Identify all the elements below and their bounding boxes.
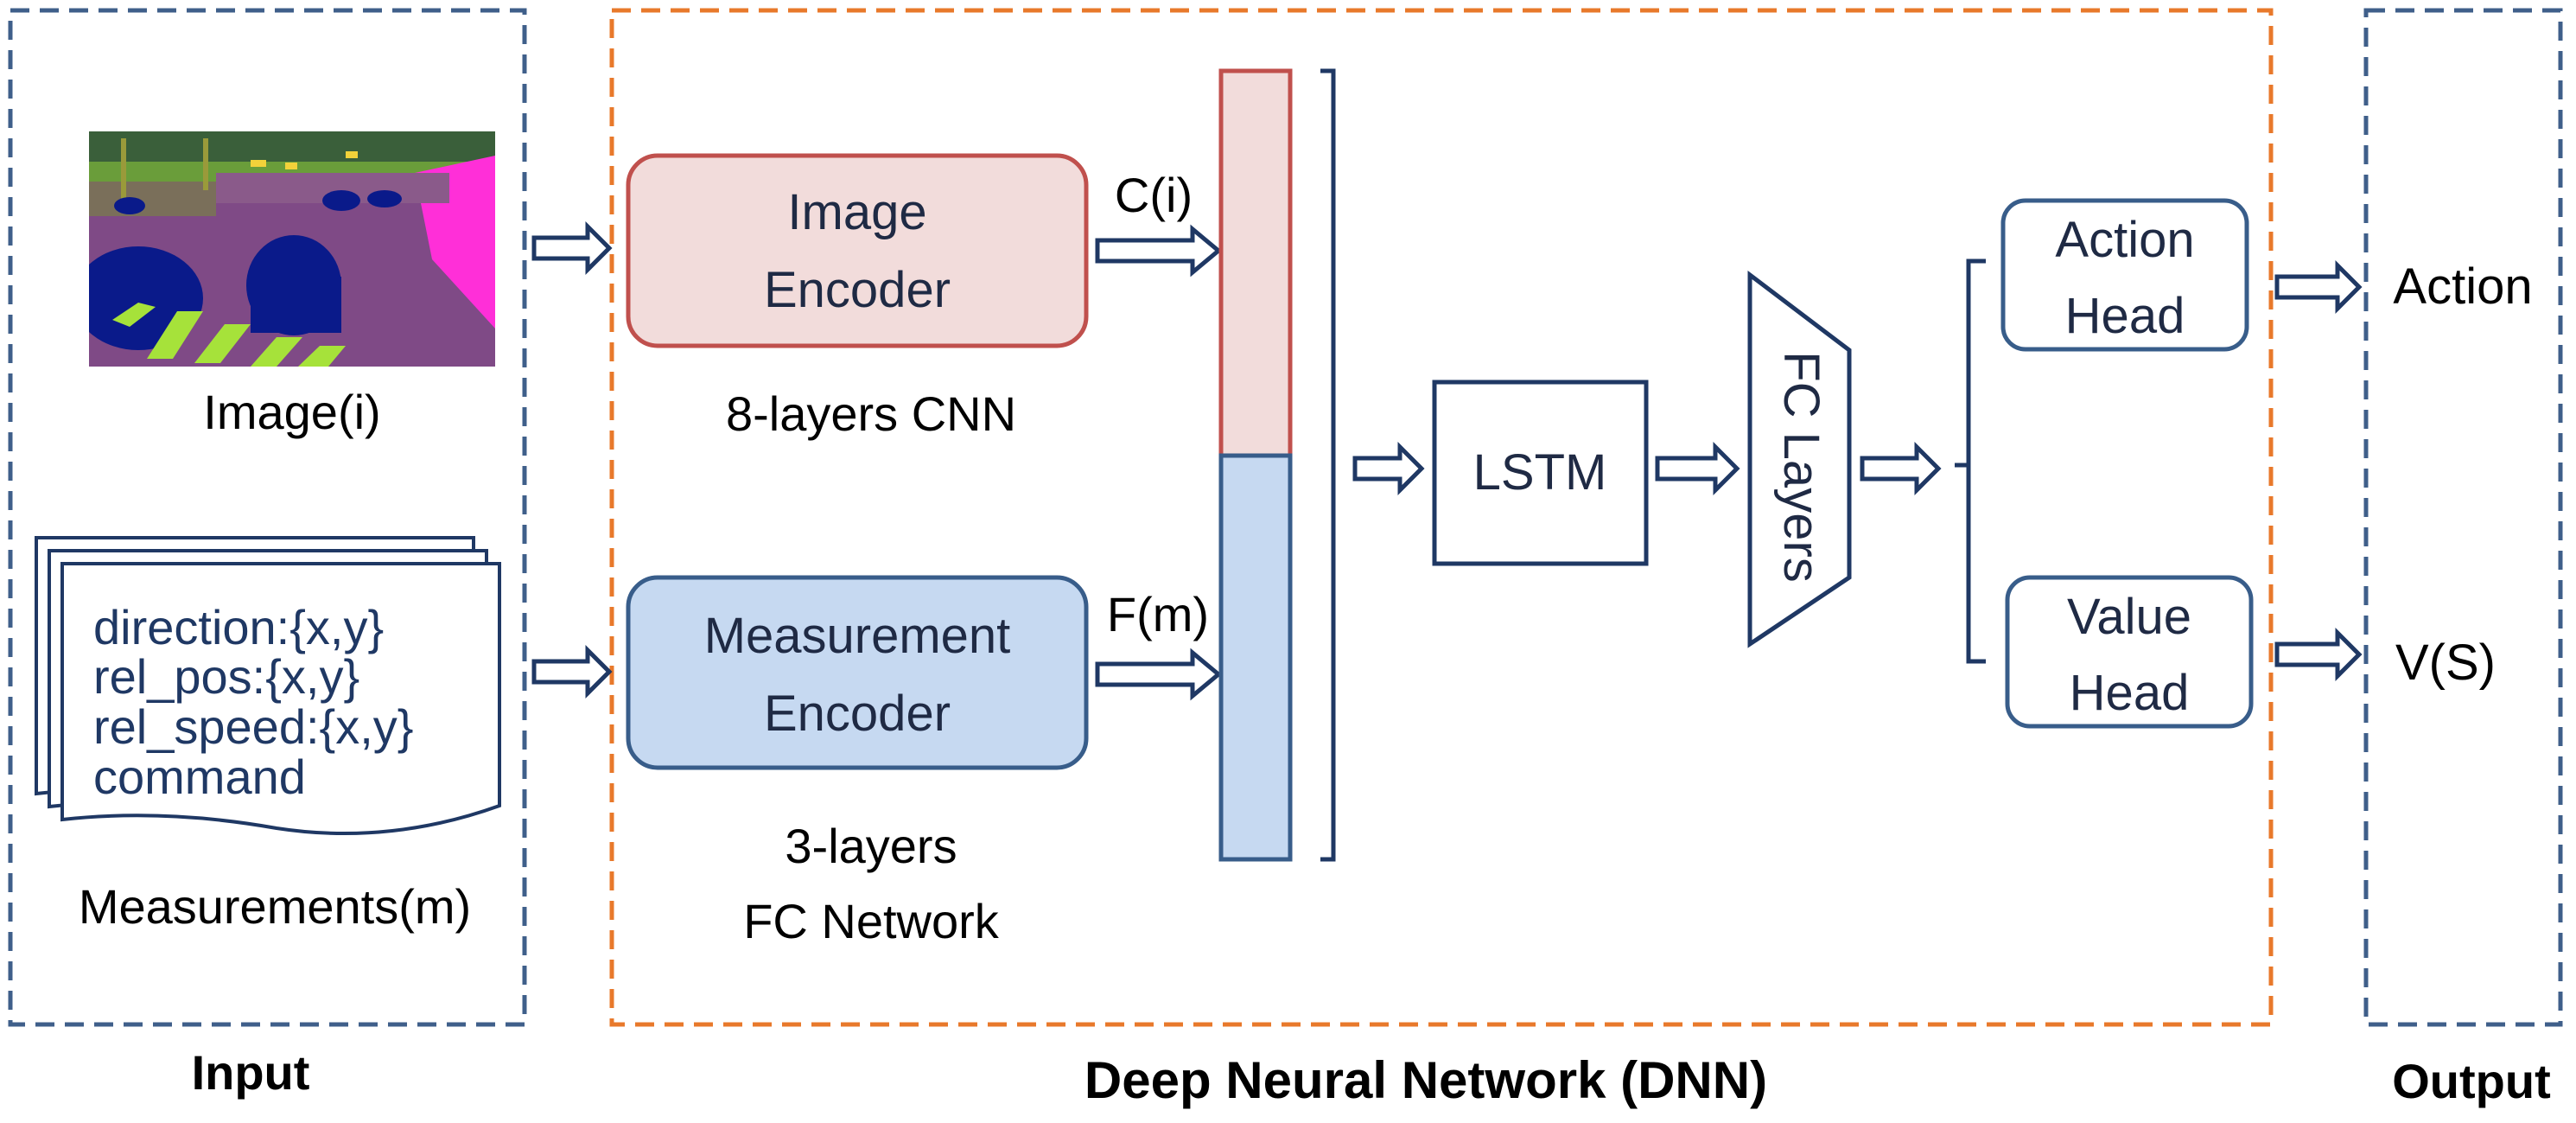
- arrow-action-head-to-output: [2274, 259, 2363, 315]
- arrow-fc-to-heads: [1860, 441, 1942, 496]
- measurement-encoder-caption-1: 3-layers: [785, 819, 957, 873]
- image-input-label: Image(i): [203, 385, 380, 439]
- concat-vector-image-part: [1218, 68, 1293, 458]
- image-encoder-label-2: Encoder: [764, 262, 951, 318]
- arrow-value-head-to-output: [2274, 627, 2363, 682]
- action-head-box: [2000, 198, 2249, 352]
- measurement-feature-label: F(m): [1107, 587, 1209, 641]
- output-section-title: Output: [2392, 1054, 2550, 1108]
- measurement-line-rel-speed: rel_speed:{x,y}: [93, 699, 413, 754]
- measurement-line-command: command: [93, 750, 306, 804]
- value-head-box: [2005, 575, 2254, 729]
- action-head-label-2: Head: [2065, 288, 2185, 344]
- measurement-encoder-box: [626, 575, 1089, 770]
- heads-bracket: [1955, 258, 1986, 664]
- measurements-input-label: Measurements(m): [79, 879, 471, 934]
- measurement-line-direction: direction:{x,y}: [93, 600, 384, 654]
- measurement-encoder-caption-2: FC Network: [743, 894, 1000, 948]
- image-feature-label: C(i): [1115, 168, 1193, 222]
- value-head-label-2: Head: [2070, 665, 2190, 721]
- image-encoder-caption: 8-layers CNN: [726, 386, 1016, 441]
- measurement-line-rel-pos: rel_pos:{x,y}: [93, 649, 359, 704]
- measurement-encoder-label-2: Encoder: [764, 686, 951, 742]
- arrow-concat-to-lstm: [1352, 441, 1425, 496]
- arrow-image-to-encoder: [531, 220, 613, 276]
- output-value-label: V(S): [2395, 635, 2496, 691]
- measurement-encoder-label-1: Measurement: [704, 608, 1011, 664]
- dnn-frame: [609, 8, 2274, 1027]
- measurements-document: direction:{x,y} rel_pos:{x,y} rel_speed:…: [35, 536, 501, 836]
- concat-vector-measurement-part: [1218, 453, 1293, 862]
- fc-layers-block: [1747, 270, 1852, 648]
- value-head-label-1: Value: [2067, 589, 2191, 645]
- dnn-section-title: Deep Neural Network (DNN): [1084, 1051, 1767, 1109]
- arrow-image-encoder-to-concat: [1095, 224, 1222, 278]
- input-section-title: Input: [192, 1045, 310, 1100]
- image-encoder-label-1: Image: [787, 184, 926, 240]
- lstm-label: LSTM: [1473, 444, 1607, 501]
- arrow-lstm-to-fc: [1655, 441, 1740, 496]
- arrow-measurements-to-encoder: [531, 644, 613, 699]
- concat-bracket: [1320, 68, 1336, 862]
- arrow-measurement-encoder-to-concat: [1095, 648, 1222, 701]
- output-frame: [2363, 8, 2563, 1027]
- lstm-box: [1432, 380, 1649, 566]
- fc-layers-label: FC Layers: [1773, 351, 1829, 583]
- segmentation-image: [89, 131, 495, 367]
- image-encoder-box: [626, 153, 1089, 348]
- action-head-label-1: Action: [2055, 212, 2194, 268]
- output-action-label: Action: [2393, 258, 2532, 315]
